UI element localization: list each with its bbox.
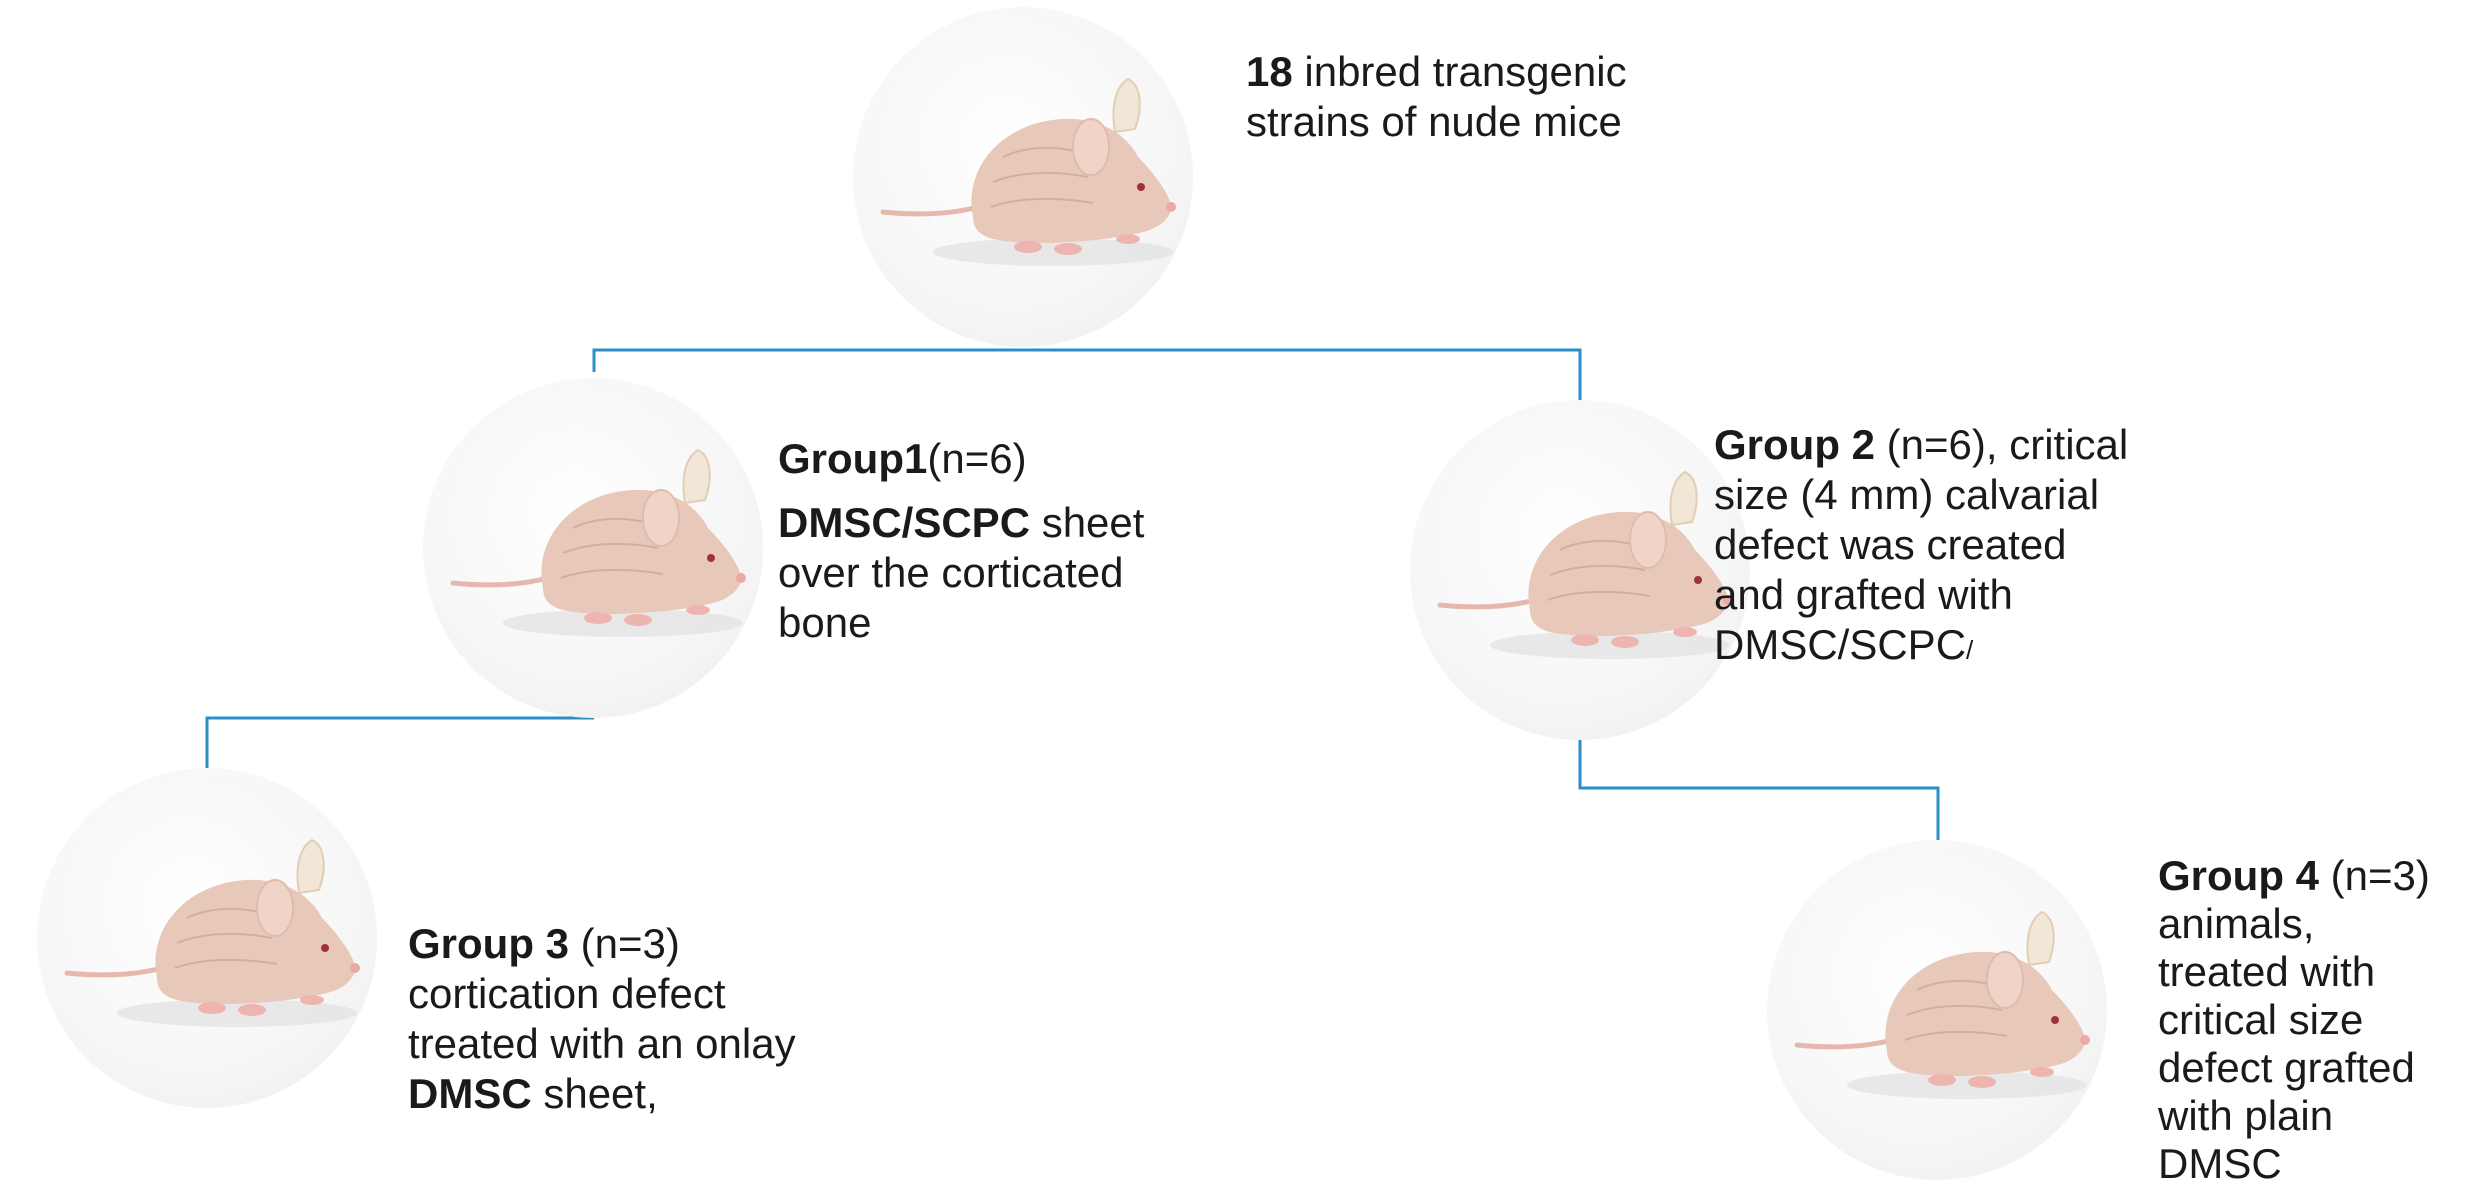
connector-group1	[207, 718, 594, 768]
group3-title: Group 3	[408, 920, 569, 967]
group4-label: Group 4 (n=3) animals, treated with crit…	[2158, 852, 2430, 1188]
group2-line5-suffix: /	[1966, 635, 1973, 665]
group2-mouse-image	[1410, 400, 1750, 740]
group1-line2: over the corticated	[778, 548, 1144, 598]
group4-mouse-image	[1767, 840, 2107, 1180]
group2-line3: defect was created	[1714, 520, 2128, 570]
nude-mouse-icon	[1410, 400, 1750, 740]
root-count: 18	[1246, 48, 1293, 95]
root-mouse-image	[853, 7, 1193, 347]
connector-group2	[1580, 740, 1938, 840]
nude-mouse-icon	[1767, 840, 2107, 1180]
nude-mouse-icon	[853, 7, 1193, 347]
group1-mouse-image	[423, 378, 763, 718]
group2-line5: DMSC/SCPC	[1714, 621, 1966, 668]
group4-line6: with plain	[2158, 1092, 2430, 1140]
group3-label: Group 3 (n=3) cortication defect treated…	[408, 919, 796, 1119]
group4-line7: DMSC	[2158, 1140, 2430, 1188]
group2-title: Group 2	[1714, 421, 1875, 468]
group1-bold-line: DMSC/SCPC	[778, 499, 1030, 546]
group1-line3: bone	[778, 598, 1144, 648]
group3-line2: cortication defect	[408, 969, 796, 1019]
group4-line5: defect grafted	[2158, 1044, 2430, 1092]
group4-line2: animals,	[2158, 900, 2430, 948]
nude-mouse-icon	[423, 378, 763, 718]
group3-line3: treated with an onlay	[408, 1019, 796, 1069]
group3-bold-line: DMSC	[408, 1070, 532, 1117]
nude-mouse-icon	[37, 768, 377, 1108]
group4-line3: treated with	[2158, 948, 2430, 996]
group3-n: (n=3)	[569, 920, 680, 967]
root-label: 18 inbred transgenic strains of nude mic…	[1246, 47, 1627, 147]
group1-title: Group1	[778, 435, 927, 482]
group2-line2: size (4 mm) calvarial	[1714, 470, 2128, 520]
group1-line1: sheet	[1030, 499, 1144, 546]
root-text-line2: strains of nude mice	[1246, 97, 1627, 147]
group4-line4: critical size	[2158, 996, 2430, 1044]
group3-line4: sheet,	[532, 1070, 658, 1117]
group4-n: (n=3)	[2319, 852, 2430, 899]
group1-label: Group1(n=6) DMSC/SCPC sheet over the cor…	[778, 434, 1144, 648]
group2-line4: and grafted with	[1714, 570, 2128, 620]
group2-label: Group 2 (n=6), critical size (4 mm) calv…	[1714, 420, 2128, 675]
group4-title: Group 4	[2158, 852, 2319, 899]
group1-n: (n=6)	[927, 435, 1026, 482]
group2-line1: (n=6), critical	[1875, 421, 2128, 468]
root-text-line1: inbred transgenic	[1293, 48, 1627, 95]
group3-mouse-image	[37, 768, 377, 1108]
